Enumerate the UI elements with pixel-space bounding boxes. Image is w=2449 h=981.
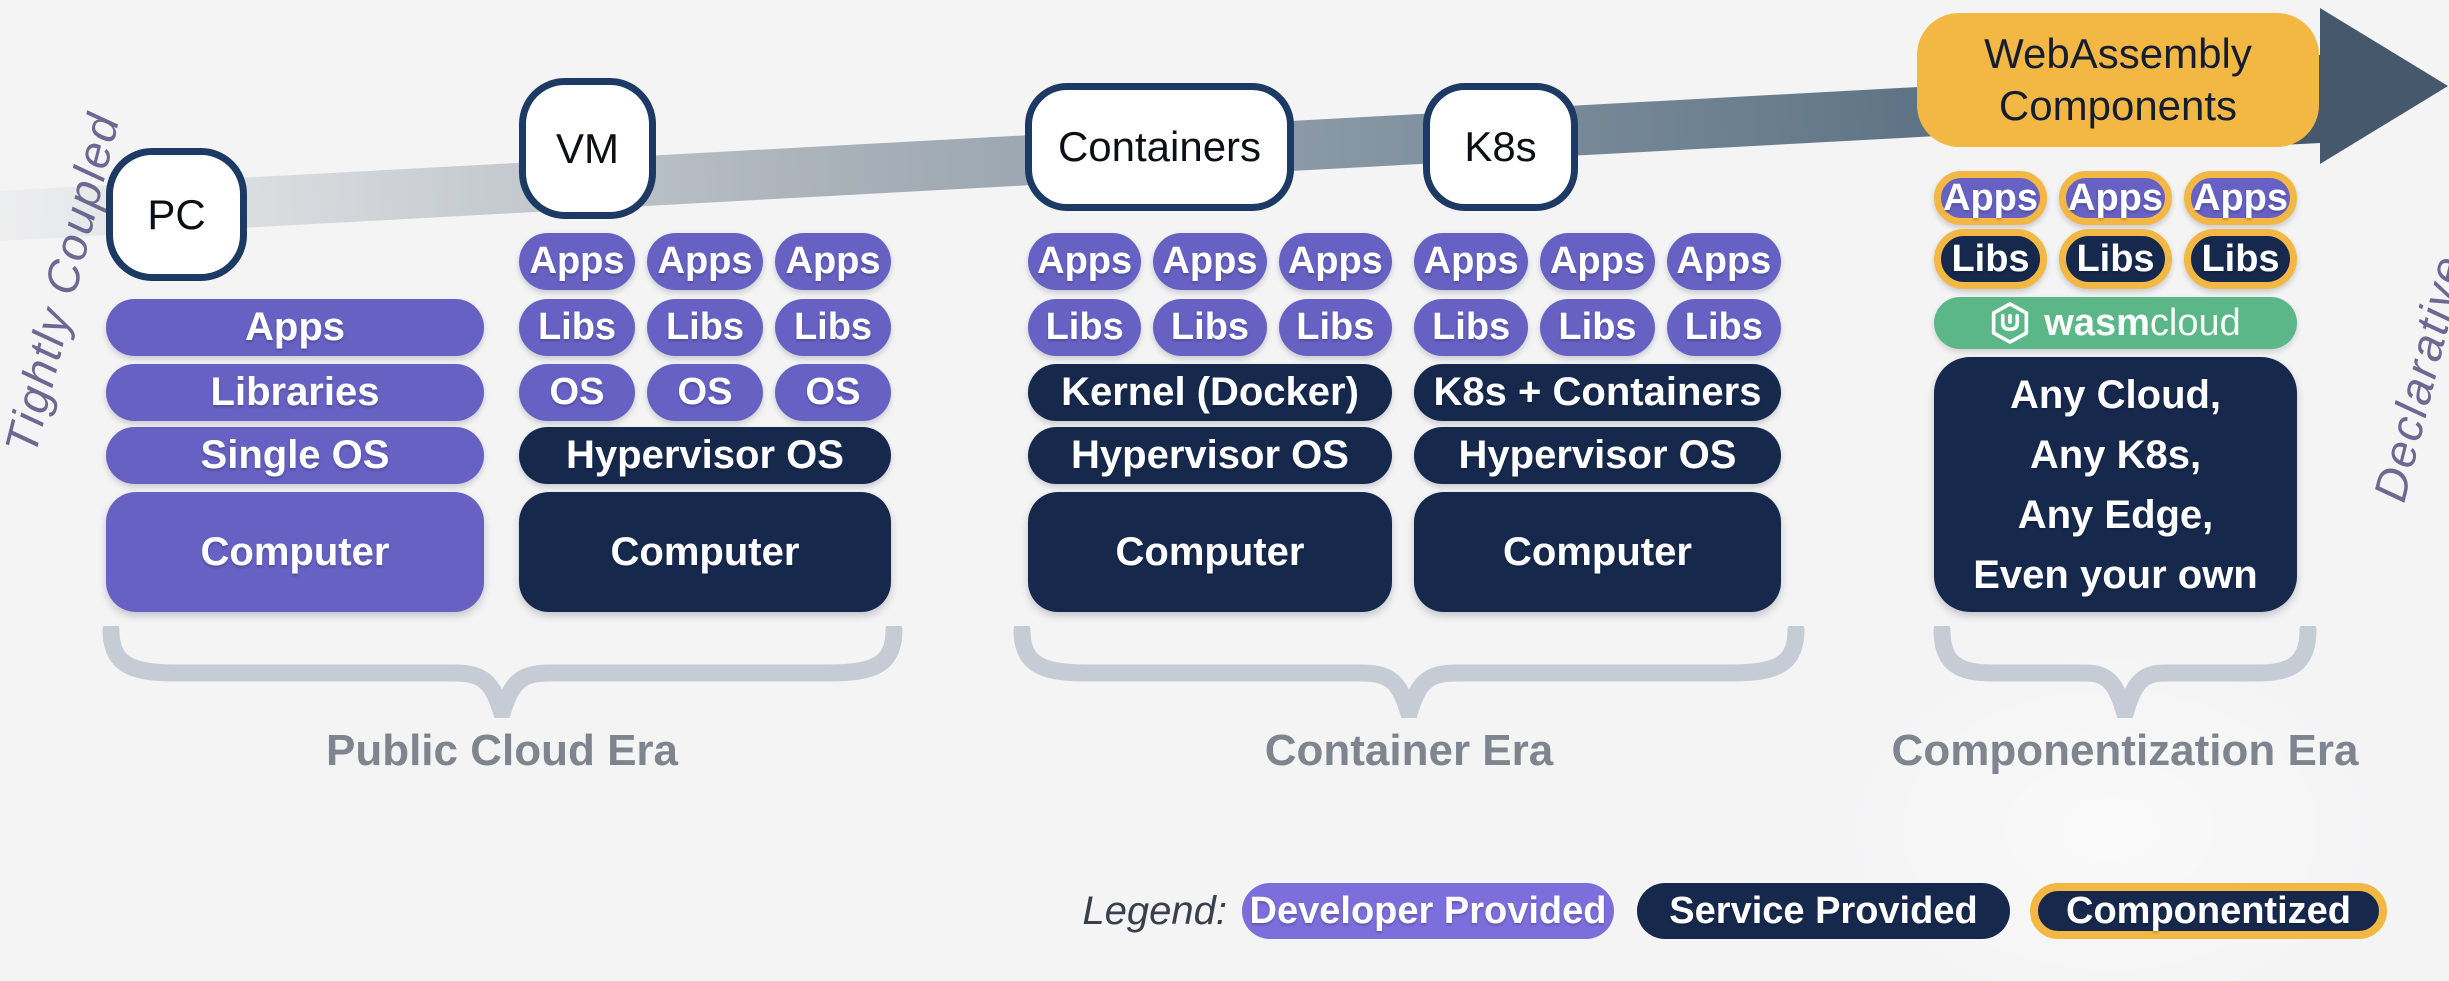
badge-vm: VM [519,78,656,219]
webassembly-components-box: WebAssembly Components [1917,13,2319,147]
k8s-libs-pill: Libs [1414,299,1529,356]
legend-label: Legend: [1082,889,1227,933]
platform-line: Any Cloud, [2009,372,2222,417]
column-pc: Apps Libraries Single OS Computer [106,0,484,981]
k8s-libs-pill: Libs [1540,299,1655,356]
k8s-apps-pill: Apps [1414,233,1529,290]
era-label-container: Container Era [1264,726,1554,775]
platform-line: Any Edge, [2017,492,2214,537]
brace-public-cloud [102,626,903,718]
wasm-apps-pill: Apps [2184,171,2297,225]
pc-single-os-bar: Single OS [106,427,484,484]
wasm-libs-pill: Libs [2059,229,2172,289]
column-wasm: Apps Apps Apps Libs Libs Libs wasmcloud … [1934,0,2297,981]
wasm-apps-pill: Apps [2059,171,2172,225]
badge-containers: Containers [1025,83,1294,211]
era-label-public-cloud: Public Cloud Era [325,726,679,775]
wasmcloud-bar: wasmcloud [1934,297,2297,349]
vm-libs-pill: Libs [775,299,891,356]
legend-service-provided: Service Provided [1637,883,2010,939]
vm-apps-pill: Apps [775,233,891,290]
platform-line: Any K8s, [2029,432,2202,477]
brace-container [1013,626,1805,718]
k8s-computer-box: Computer [1414,492,1781,612]
legend-developer-provided: Developer Provided [1242,883,1614,939]
containers-hypervisor-bar: Hypervisor OS [1028,427,1392,484]
containers-apps-pill: Apps [1028,233,1142,290]
vm-hypervisor-bar: Hypervisor OS [519,427,891,484]
column-containers: Apps Apps Apps Libs Libs Libs Kernel (Do… [1028,0,1392,981]
vm-computer-box: Computer [519,492,891,612]
k8s-orchestrator-bar: K8s + Containers [1414,364,1781,421]
containers-libs-pill: Libs [1278,299,1392,356]
containers-apps-pill: Apps [1278,233,1392,290]
vm-os-pill: OS [647,364,763,421]
containers-libs-pill: Libs [1028,299,1142,356]
wasm-platform-box: Any Cloud, Any K8s, Any Edge, Even your … [1934,357,2297,612]
wasmcloud-wordmark: wasmcloud [2044,301,2241,344]
pc-libraries-bar: Libraries [106,364,484,421]
vm-libs-pill: Libs [519,299,635,356]
wasmcloud-logo-icon [1992,302,2029,344]
column-k8s: Apps Apps Apps Libs Libs Libs K8s + Cont… [1414,0,1781,981]
platform-line: Even your own [1973,552,2258,597]
badge-pc: PC [106,148,247,281]
timeline-arrowhead-icon [2320,8,2448,164]
vm-apps-pill: Apps [647,233,763,290]
containers-libs-pill: Libs [1153,299,1267,356]
legend-componentized: Componentized [2030,883,2387,939]
wasm-libs-pill: Libs [2184,229,2297,289]
pc-computer-box: Computer [106,492,484,612]
axis-label-declarative: Declarative [2363,249,2449,507]
column-vm: Apps Apps Apps Libs Libs Libs OS OS OS H… [519,0,891,981]
k8s-apps-pill: Apps [1666,233,1781,290]
containers-kernel-bar: Kernel (Docker) [1028,364,1392,421]
wasm-libs-pill: Libs [1934,229,2047,289]
pc-apps-bar: Apps [106,299,484,356]
k8s-apps-pill: Apps [1540,233,1655,290]
badge-k8s: K8s [1423,83,1578,211]
containers-computer-box: Computer [1028,492,1392,612]
vm-os-pill: OS [519,364,635,421]
k8s-hypervisor-bar: Hypervisor OS [1414,427,1781,484]
wasm-apps-pill: Apps [1934,171,2047,225]
vm-os-pill: OS [775,364,891,421]
vm-libs-pill: Libs [647,299,763,356]
vm-apps-pill: Apps [519,233,635,290]
containers-apps-pill: Apps [1153,233,1267,290]
k8s-libs-pill: Libs [1666,299,1781,356]
